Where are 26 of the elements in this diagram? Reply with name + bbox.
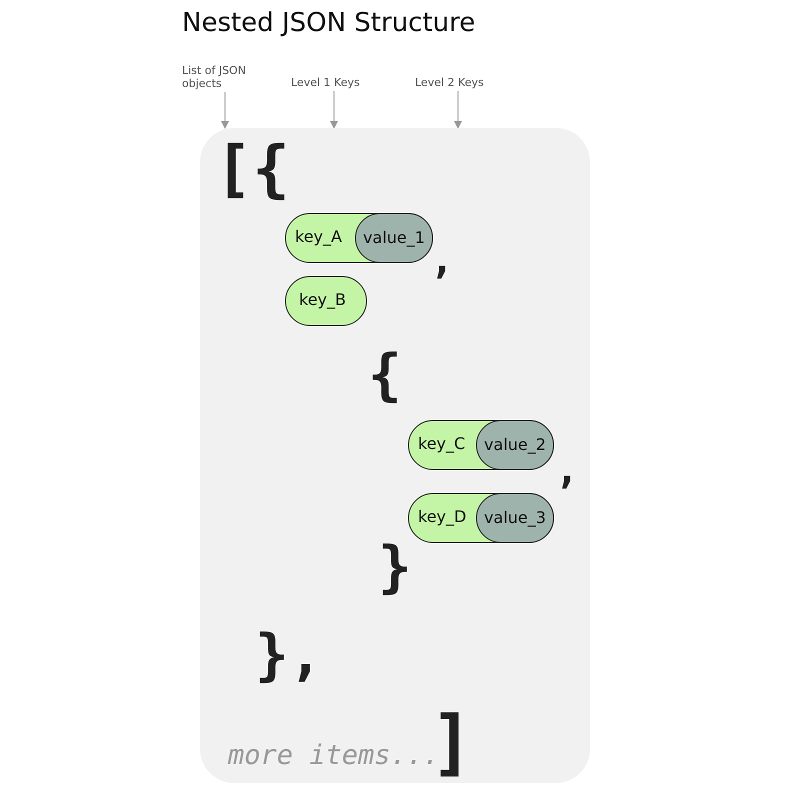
arrow <box>330 90 338 129</box>
annotation-text: Level 2 Keys <box>415 76 495 89</box>
panel-background <box>200 128 590 783</box>
key-label: key_B <box>299 290 346 309</box>
value-pill: value_3 <box>476 493 554 543</box>
key-label: key_D <box>418 507 466 526</box>
key-value-pill <box>408 493 554 543</box>
key-value-pill <box>285 213 433 263</box>
value-pill: value_1 <box>355 213 433 263</box>
more-items-text: more items... <box>228 742 440 769</box>
comma-text: , <box>555 450 580 490</box>
key-value-pill <box>408 420 554 470</box>
annotation-text: List of JSON objects <box>182 64 262 90</box>
key-pill <box>285 276 367 326</box>
value-pill: value_2 <box>476 420 554 470</box>
bracket-text: [{ <box>215 138 290 200</box>
annotation-text: Level 1 Keys <box>291 76 371 89</box>
arrow <box>221 92 229 129</box>
brace-text: }, <box>255 628 322 684</box>
key-label: key_A <box>295 227 342 246</box>
title: Nested JSON Structure <box>182 8 476 38</box>
brace-text: { <box>368 348 402 404</box>
comma-text: , <box>430 240 454 280</box>
brace-text: } <box>378 540 412 596</box>
key-label: key_C <box>418 434 466 453</box>
arrow <box>454 90 462 129</box>
